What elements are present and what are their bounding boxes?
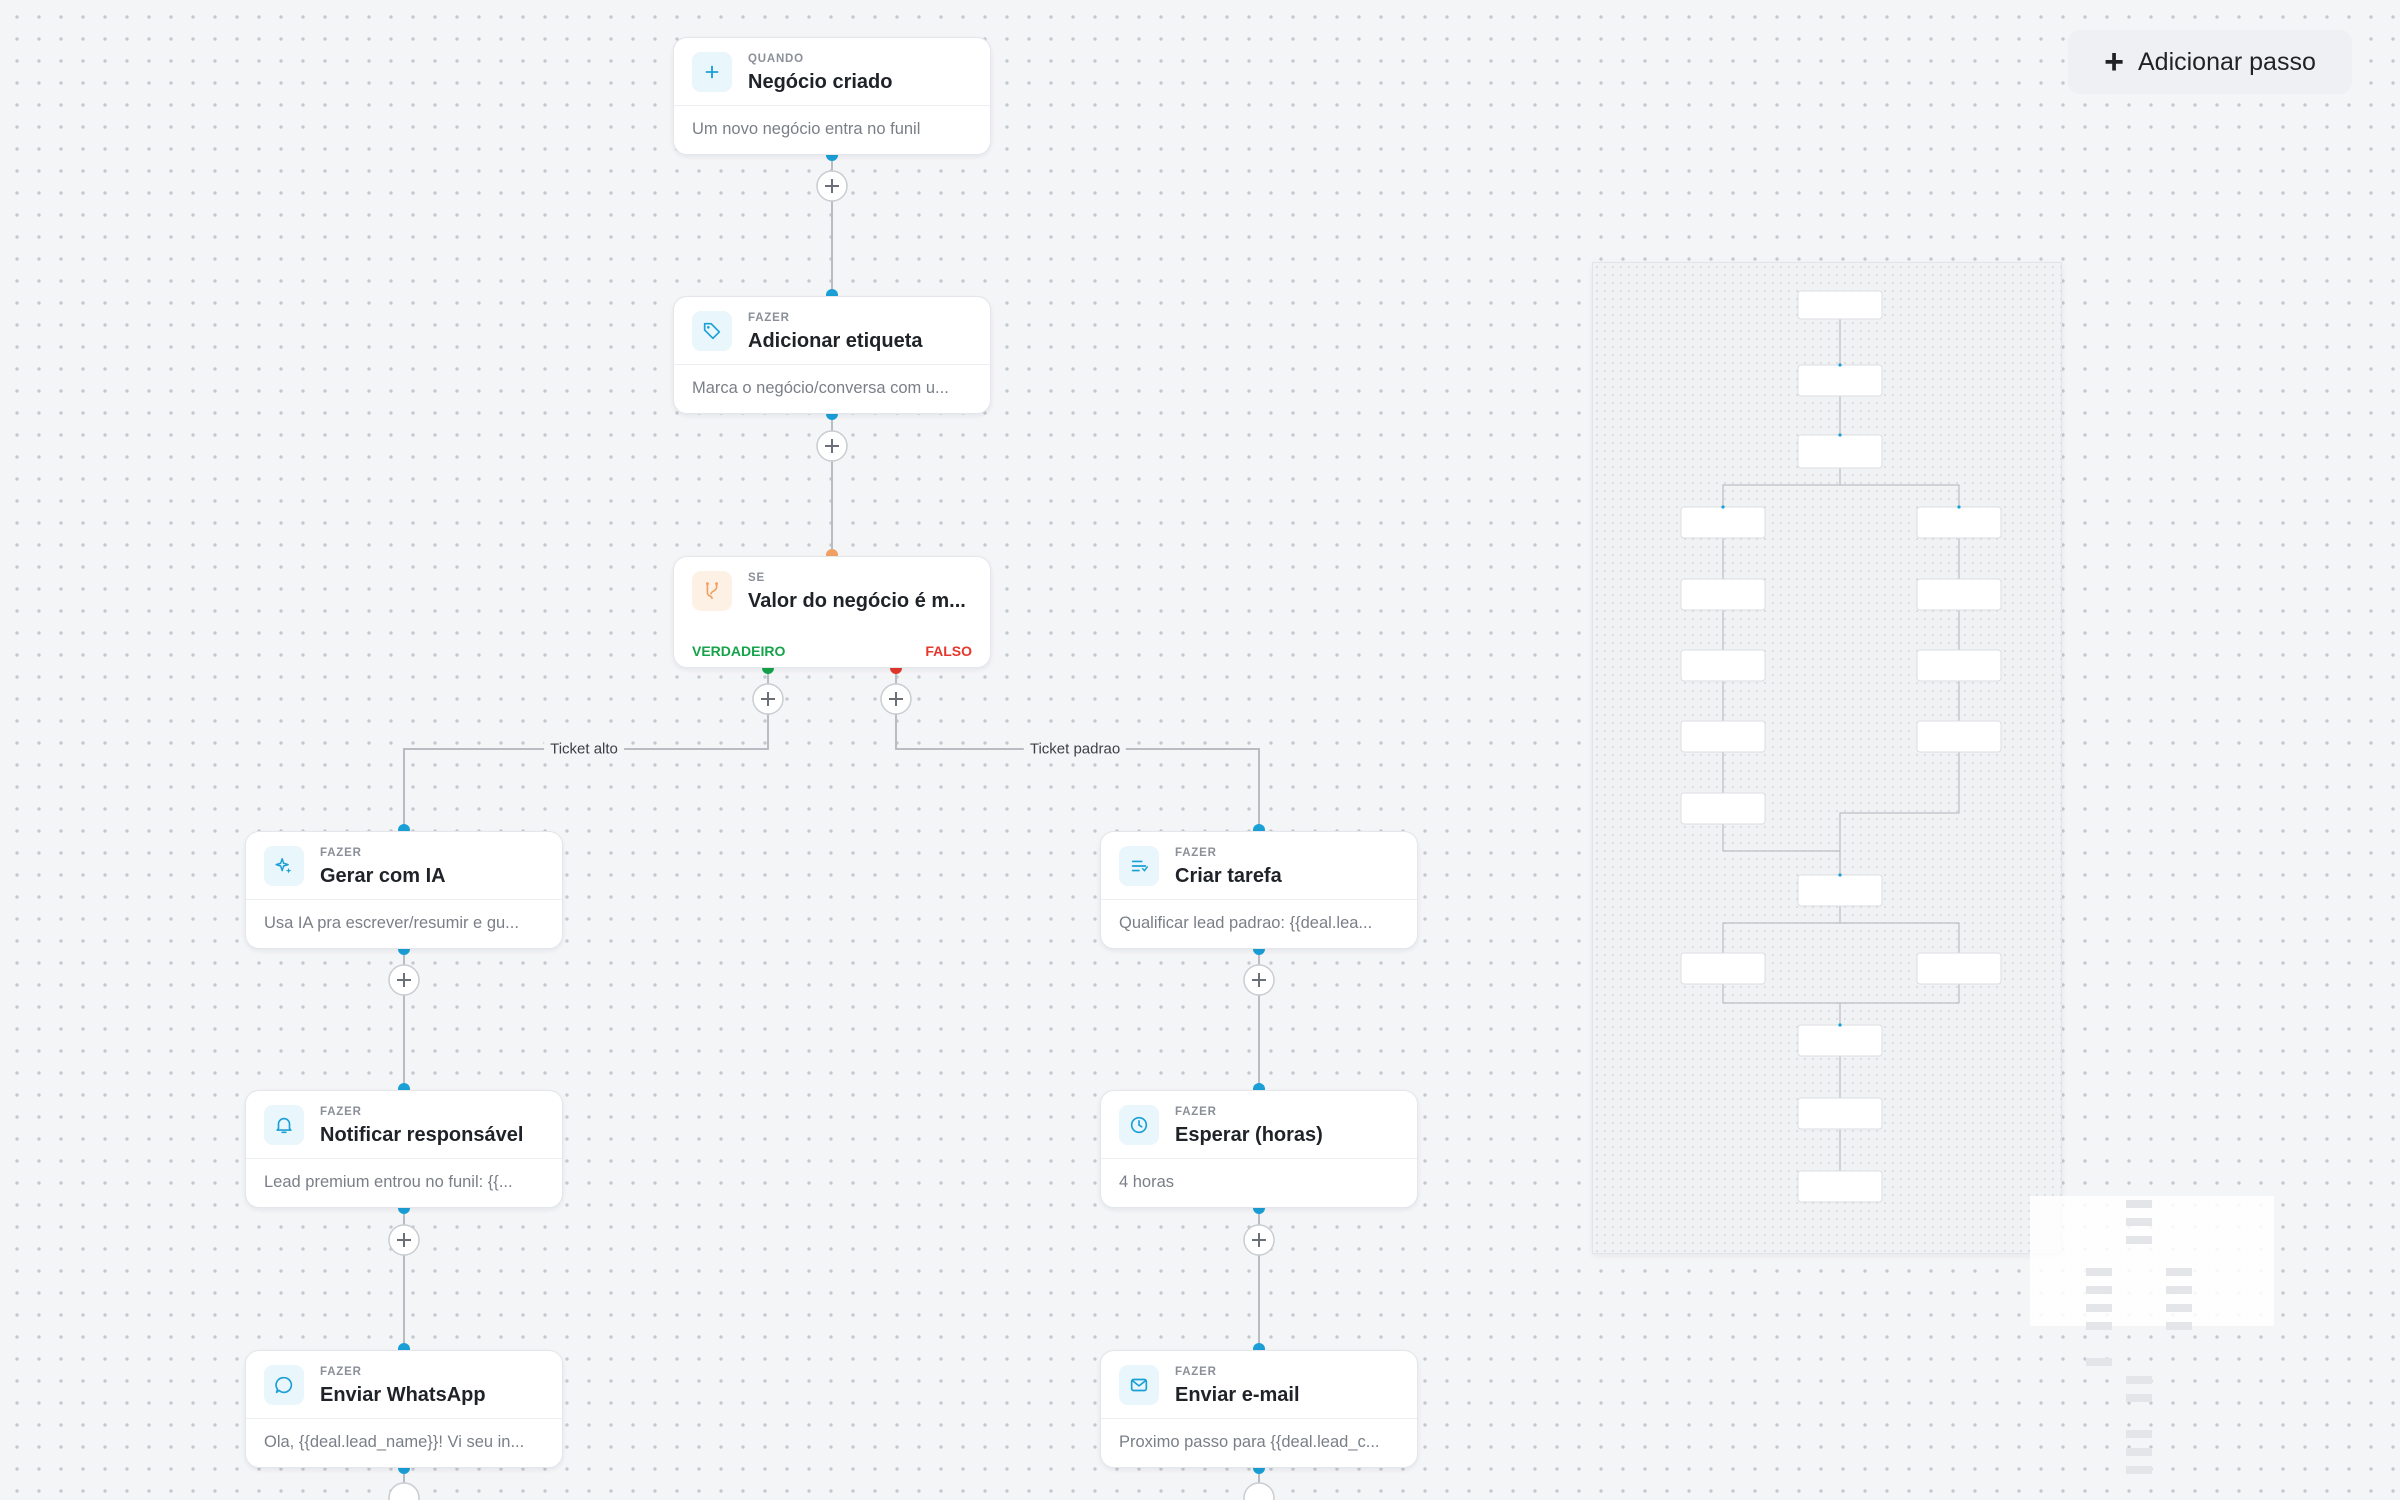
plus-icon [692,52,732,92]
insert-step-button[interactable] [388,1482,420,1500]
node-title: Negócio criado [748,71,893,93]
node-description: Ola, {{deal.lead_name}}! Vi seu in... [264,1433,525,1451]
add-step-button[interactable]: + Adicionar passo [2068,30,2352,94]
node-description: 4 horas [1119,1173,1175,1191]
node-notify-owner[interactable]: FAZER Notificar responsável Lead premium… [245,1090,563,1208]
branch-true-label: VERDADEIRO [692,643,786,659]
node-kind: FAZER [1175,847,1217,859]
clock-icon [1119,1105,1159,1145]
node-title: Valor do negócio é m... [748,590,966,612]
node-description: Proximo passo para {{deal.lead_c... [1119,1433,1380,1451]
task-list-icon [1119,846,1159,886]
insert-step-button[interactable] [388,964,420,996]
insert-step-button[interactable] [1243,1482,1275,1500]
insert-step-button[interactable] [1243,964,1275,996]
node-kind: FAZER [320,1366,362,1378]
branch-icon [692,571,732,611]
insert-step-button[interactable] [816,170,848,202]
bell-icon [264,1105,304,1145]
node-description: Usa IA pra escrever/resumir e gu... [264,914,519,932]
chat-icon [264,1365,304,1405]
branch-false-label: FALSO [925,643,972,659]
node-title: Notificar responsável [320,1124,524,1146]
preview-placeholder [2086,1200,2192,1474]
node-trigger[interactable]: QUANDO Negócio criado Um novo negócio en… [673,37,991,155]
insert-step-button[interactable] [816,430,848,462]
node-title: Enviar e-mail [1175,1384,1300,1406]
node-kind: FAZER [748,312,790,324]
node-title: Gerar com IA [320,865,446,887]
edge-label-standard-ticket: Ticket padrao [1023,738,1127,760]
node-kind: FAZER [1175,1106,1217,1118]
add-step-label: Adicionar passo [2137,47,2316,76]
node-add-tag[interactable]: FAZER Adicionar etiqueta Marca o negócio… [673,296,991,414]
node-wait-hours[interactable]: FAZER Esperar (horas) 4 horas [1100,1090,1418,1208]
node-description: Lead premium entrou no funil: {{... [264,1173,513,1191]
insert-step-button[interactable] [1243,1224,1275,1256]
node-kind: SE [748,572,765,584]
node-generate-ai[interactable]: FAZER Gerar com IA Usa IA pra escrever/r… [245,831,563,949]
insert-step-button[interactable] [752,683,784,715]
node-kind: FAZER [1175,1366,1217,1378]
node-kind: QUANDO [748,53,804,65]
node-title: Adicionar etiqueta [748,330,923,352]
node-description: Marca o negócio/conversa com u... [692,379,949,397]
node-create-task[interactable]: FAZER Criar tarefa Qualificar lead padra… [1100,831,1418,949]
edge-label-high-ticket: Ticket alto [544,738,624,760]
node-title: Criar tarefa [1175,865,1282,887]
tag-icon [692,311,732,351]
node-description: Qualificar lead padrao: {{deal.lea... [1119,914,1373,932]
minimap[interactable] [1592,262,2062,1254]
plus-icon: + [2104,43,2124,81]
insert-step-button[interactable] [880,683,912,715]
node-send-whatsapp[interactable]: FAZER Enviar WhatsApp Ola, {{deal.lead_n… [245,1350,563,1468]
node-title: Enviar WhatsApp [320,1384,486,1406]
node-condition[interactable]: SE Valor do negócio é m... VERDADEIRO FA… [673,556,991,668]
node-kind: FAZER [320,847,362,859]
insert-step-button[interactable] [388,1224,420,1256]
node-title: Esperar (horas) [1175,1124,1323,1146]
minimap-viewport-preview [2030,1196,2274,1326]
sparkle-icon [264,846,304,886]
node-send-email[interactable]: FAZER Enviar e-mail Proximo passo para {… [1100,1350,1418,1468]
mail-icon [1119,1365,1159,1405]
node-kind: FAZER [320,1106,362,1118]
node-description: Um novo negócio entra no funil [692,120,921,138]
minimap-canvas [1680,290,2002,1203]
